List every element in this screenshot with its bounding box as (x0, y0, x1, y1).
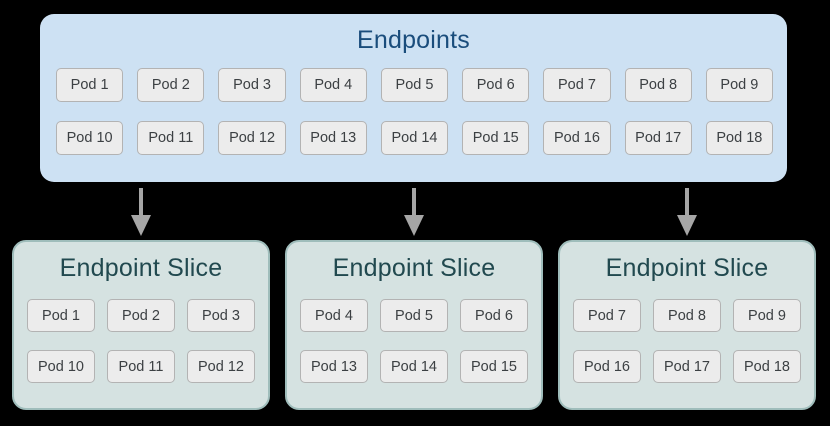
pod-chip: Pod 10 (27, 350, 95, 383)
endpoint-slice-title: Endpoint Slice (59, 254, 223, 282)
arrow-head (131, 215, 151, 236)
pod-chip: Pod 7 (543, 68, 611, 102)
slice-pod-grid: Pod 7 Pod 8 Pod 9 Pod 16 Pod 17 Pod 18 (573, 299, 801, 383)
pod-chip: Pod 9 (733, 299, 801, 332)
pod-chip: Pod 10 (56, 121, 124, 155)
pod-chip: Pod 6 (460, 299, 528, 332)
pod-chip: Pod 14 (380, 350, 448, 383)
pod-chip: Pod 15 (460, 350, 528, 383)
pod-chip: Pod 16 (543, 121, 611, 155)
pod-chip: Pod 9 (705, 68, 773, 102)
pod-chip: Pod 2 (137, 68, 205, 102)
pod-chip: Pod 3 (218, 68, 286, 102)
pod-chip: Pod 5 (380, 299, 448, 332)
arrow-head (404, 215, 424, 236)
pod-chip: Pod 15 (462, 121, 530, 155)
pod-chip: Pod 13 (299, 121, 367, 155)
arrow-head (677, 215, 697, 236)
pod-chip: Pod 8 (653, 299, 721, 332)
down-arrow-icon (131, 188, 151, 236)
pod-chip: Pod 16 (573, 350, 641, 383)
endpoint-slice-title: Endpoint Slice (605, 254, 769, 282)
pod-chip: Pod 17 (653, 350, 721, 383)
pod-chip: Pod 7 (573, 299, 641, 332)
pod-chip: Pod 4 (299, 68, 367, 102)
pod-chip: Pod 1 (27, 299, 95, 332)
pod-chip: Pod 8 (624, 68, 692, 102)
pod-chip: Pod 11 (107, 350, 175, 383)
pod-chip: Pod 17 (624, 121, 692, 155)
pod-chip: Pod 12 (218, 121, 286, 155)
pod-chip: Pod 6 (462, 68, 530, 102)
pod-chip: Pod 12 (187, 350, 255, 383)
endpoints-title: Endpoints (357, 26, 470, 54)
pod-chip: Pod 4 (300, 299, 368, 332)
pod-chip: Pod 18 (705, 121, 773, 155)
endpoints-box: Endpoints Pod 1 Pod 2 Pod 3 Pod 4 Pod 5 Pod 6… (40, 14, 787, 182)
pod-chip: Pod 5 (380, 68, 449, 102)
pod-chip: Pod 3 (187, 299, 255, 332)
pod-chip: Pod 18 (733, 350, 801, 383)
slice-pod-grid: Pod 4 Pod 5 Pod 6 Pod 13 Pod 14 Pod 15 (300, 299, 528, 383)
pod-chip: Pod 13 (300, 350, 368, 383)
arrow-shaft (139, 188, 143, 215)
slice-pod-grid: Pod 1 Pod 2 Pod 3 Pod 10 Pod 11 Pod 12 (27, 299, 255, 383)
pod-chip: Pod 1 (56, 68, 124, 102)
down-arrow-icon (677, 188, 697, 236)
pod-chip: Pod 2 (107, 299, 175, 332)
arrow-shaft (412, 188, 416, 215)
endpoints-pod-grid: Pod 1 Pod 2 Pod 3 Pod 4 Pod 5 Pod 6 Pod 7 Pod 8… (56, 68, 773, 155)
pod-chip: Pod 14 (380, 121, 449, 155)
arrow-shaft (685, 188, 689, 215)
endpoint-slice-title: Endpoint Slice (332, 254, 496, 282)
down-arrow-icon (404, 188, 424, 236)
pod-chip: Pod 11 (137, 121, 205, 155)
